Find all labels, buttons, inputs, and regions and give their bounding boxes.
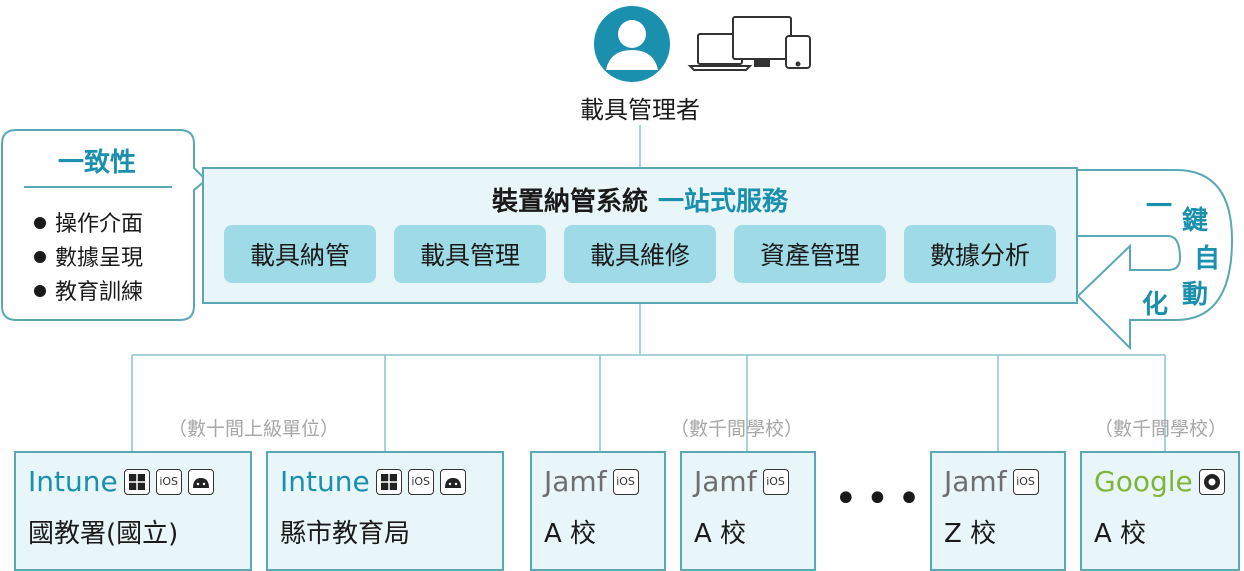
vendor-name: Jamf — [544, 465, 607, 498]
org-name: Z 校 — [944, 519, 997, 549]
vendor-name: Google — [1094, 465, 1193, 498]
consistency-item: 數據呈現 — [34, 240, 143, 272]
vendor-name: Jamf — [694, 465, 757, 498]
automation-char: 化 — [1142, 290, 1169, 320]
automation-char: 鍵 — [1182, 206, 1209, 236]
org-name: A 校 — [544, 519, 597, 549]
devices-icon — [687, 16, 811, 71]
consistency-item: 教育訓練 — [34, 274, 143, 306]
bullet-icon — [34, 217, 46, 229]
mdm-card: Jamf iOS A 校 — [530, 451, 666, 571]
system-subtitle: 一站式服務 — [658, 187, 789, 217]
admin-label: 載具管理者 — [580, 96, 700, 124]
org-name: 國教署(國立) — [28, 519, 179, 549]
consistency-title: 一致性 — [57, 148, 136, 178]
chrome-icon — [1198, 468, 1225, 495]
group-label: （數千間學校） — [670, 418, 804, 440]
module-data-analysis: 數據分析 — [904, 225, 1056, 283]
module-device-management: 載具管理 — [394, 225, 546, 283]
connector-lines — [1, 6, 1234, 451]
automation-char: 動 — [1182, 280, 1209, 310]
ios-icon: iOS — [407, 468, 434, 495]
android-icon — [187, 468, 214, 495]
admin-avatar-icon — [594, 6, 670, 82]
org-name: A 校 — [694, 519, 747, 549]
mdm-card: Google A 校 — [1080, 451, 1240, 571]
windows-icon — [123, 468, 150, 495]
module-device-repair: 載具維修 — [564, 225, 716, 283]
group-label: （數十間上級單位） — [168, 418, 340, 440]
system-panel: 裝置納管系統一站式服務 載具納管 載具管理 載具維修 資產管理 數據分析 — [202, 167, 1078, 304]
ios-icon: iOS — [762, 468, 789, 495]
consistency-divider — [24, 186, 172, 188]
ios-icon: iOS — [1012, 468, 1039, 495]
android-icon — [439, 468, 466, 495]
mdm-card: Jamf iOS Z 校 — [930, 451, 1066, 571]
org-name: 縣市教育局 — [280, 519, 411, 549]
bullet-icon — [34, 251, 46, 263]
automation-char: 一 — [1146, 192, 1173, 222]
ios-icon: iOS — [612, 468, 639, 495]
mdm-card: Intune iOS 縣市教育局 — [266, 451, 504, 571]
automation-return-arrow — [1076, 169, 1234, 351]
group-label: （數千間學校） — [1094, 418, 1228, 440]
org-name: A 校 — [1094, 519, 1147, 549]
system-title: 裝置納管系統一站式服務 — [491, 187, 789, 217]
vendor-name: Intune — [28, 465, 118, 498]
bullet-icon — [34, 285, 46, 297]
consistency-item: 操作介面 — [34, 206, 143, 238]
mdm-card: Jamf iOS A 校 — [680, 451, 816, 571]
consistency-callout-bubble — [1, 129, 208, 321]
mdm-card: Intune iOS 國教署(國立) — [14, 451, 252, 571]
vendor-name: Intune — [280, 465, 370, 498]
ios-icon: iOS — [155, 468, 182, 495]
vendor-name: Jamf — [944, 465, 1007, 498]
module-asset-management: 資產管理 — [734, 225, 886, 283]
automation-char: 自 — [1194, 244, 1221, 274]
module-device-enrollment: 載具納管 — [224, 225, 376, 283]
windows-icon — [375, 468, 402, 495]
